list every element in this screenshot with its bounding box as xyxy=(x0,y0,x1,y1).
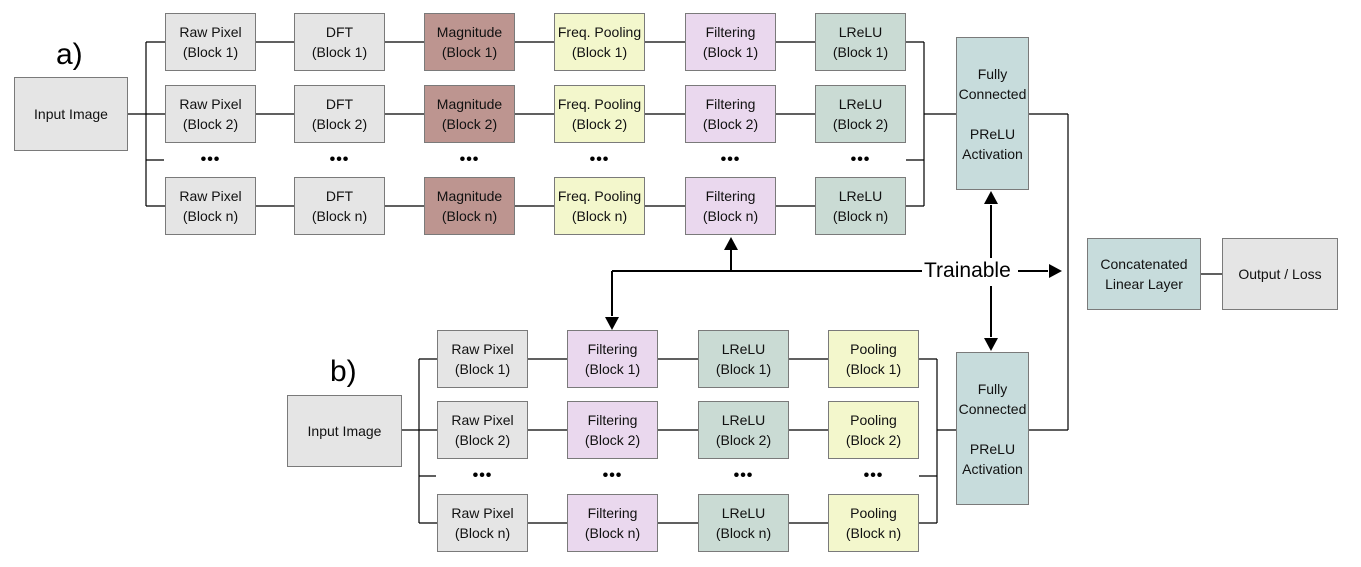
part-b-ellipsis-2: ••• xyxy=(602,467,623,484)
part-a-ellipsis-1: ••• xyxy=(200,151,221,168)
trainable-arrow-to-part-b-filtering xyxy=(605,317,619,330)
part-a-filtering-block-1: Filtering (Block 1) xyxy=(685,13,776,71)
part-a-freq-pooling-block-3: Freq. Pooling (Block n) xyxy=(554,177,645,235)
part-b-filtering-block-2: Filtering (Block 2) xyxy=(567,401,658,459)
trainable-arrow-to-concat xyxy=(1049,264,1062,278)
part-b-lrelu-block-2: LReLU (Block 2) xyxy=(698,401,789,459)
part-a-raw-pixel-block-2: Raw Pixel (Block 2) xyxy=(165,85,256,143)
output-loss-box: Output / Loss xyxy=(1222,238,1338,310)
part-a-filtering-block-3: Filtering (Block n) xyxy=(685,177,776,235)
part-a-ellipsis-2: ••• xyxy=(329,151,350,168)
part-a-label: a) xyxy=(56,38,83,71)
part-a-lrelu-block-3: LReLU (Block n) xyxy=(815,177,906,235)
part-b-pooling-block-1: Pooling (Block 1) xyxy=(828,330,919,388)
part-b-pooling-block-2: Pooling (Block 2) xyxy=(828,401,919,459)
part-a-freq-pooling-block-1: Freq. Pooling (Block 1) xyxy=(554,13,645,71)
part-b-ellipsis-4: ••• xyxy=(863,467,884,484)
part-a-raw-pixel-block-3: Raw Pixel (Block n) xyxy=(165,177,256,235)
part-b-filtering-block-1: Filtering (Block 1) xyxy=(567,330,658,388)
part-a-raw-pixel-block-1: Raw Pixel (Block 1) xyxy=(165,13,256,71)
part-b-ellipsis-3: ••• xyxy=(733,467,754,484)
part-a-lrelu-block-2: LReLU (Block 2) xyxy=(815,85,906,143)
part-a-ellipsis-4: ••• xyxy=(589,151,610,168)
trainable-arrow-to-part-a-fc xyxy=(984,191,998,204)
part-a-dft-block-3: DFT (Block n) xyxy=(294,177,385,235)
part-a-magnitude-block-3: Magnitude (Block n) xyxy=(424,177,515,235)
trainable-label: Trainable xyxy=(922,258,1013,284)
part-a-filtering-block-2: Filtering (Block 2) xyxy=(685,85,776,143)
part-b-raw-pixel-block-2: Raw Pixel (Block 2) xyxy=(437,401,528,459)
part-b-raw-pixel-block-1: Raw Pixel (Block 1) xyxy=(437,330,528,388)
part-a-magnitude-block-1: Magnitude (Block 1) xyxy=(424,13,515,71)
part-b-filtering-block-3: Filtering (Block n) xyxy=(567,494,658,552)
part-a-magnitude-block-2: Magnitude (Block 2) xyxy=(424,85,515,143)
part-a-lrelu-block-1: LReLU (Block 1) xyxy=(815,13,906,71)
part-b-ellipsis-1: ••• xyxy=(472,467,493,484)
part-a-ellipsis-3: ••• xyxy=(459,151,480,168)
part-a-input-image-box: Input Image xyxy=(14,77,128,151)
part-b-label: b) xyxy=(330,355,357,388)
trainable-arrow-to-part-b-fc xyxy=(984,338,998,351)
concatenated-linear-layer-box: Concatenated Linear Layer xyxy=(1087,238,1201,310)
part-b-fully-connected-box: Fully Connected PReLU Activation xyxy=(956,352,1029,505)
part-b-lrelu-block-3: LReLU (Block n) xyxy=(698,494,789,552)
part-a-ellipsis-5: ••• xyxy=(720,151,741,168)
part-a-ellipsis-6: ••• xyxy=(850,151,871,168)
part-a-fully-connected-box: Fully Connected PReLU Activation xyxy=(956,37,1029,190)
trainable-arrow-to-part-a-filtering xyxy=(724,237,738,250)
part-b-lrelu-block-1: LReLU (Block 1) xyxy=(698,330,789,388)
part-a-dft-block-2: DFT (Block 2) xyxy=(294,85,385,143)
part-a-freq-pooling-block-2: Freq. Pooling (Block 2) xyxy=(554,85,645,143)
part-b-pooling-block-3: Pooling (Block n) xyxy=(828,494,919,552)
part-a-dft-block-1: DFT (Block 1) xyxy=(294,13,385,71)
part-b-raw-pixel-block-3: Raw Pixel (Block n) xyxy=(437,494,528,552)
part-b-input-image-box: Input Image xyxy=(287,395,402,467)
